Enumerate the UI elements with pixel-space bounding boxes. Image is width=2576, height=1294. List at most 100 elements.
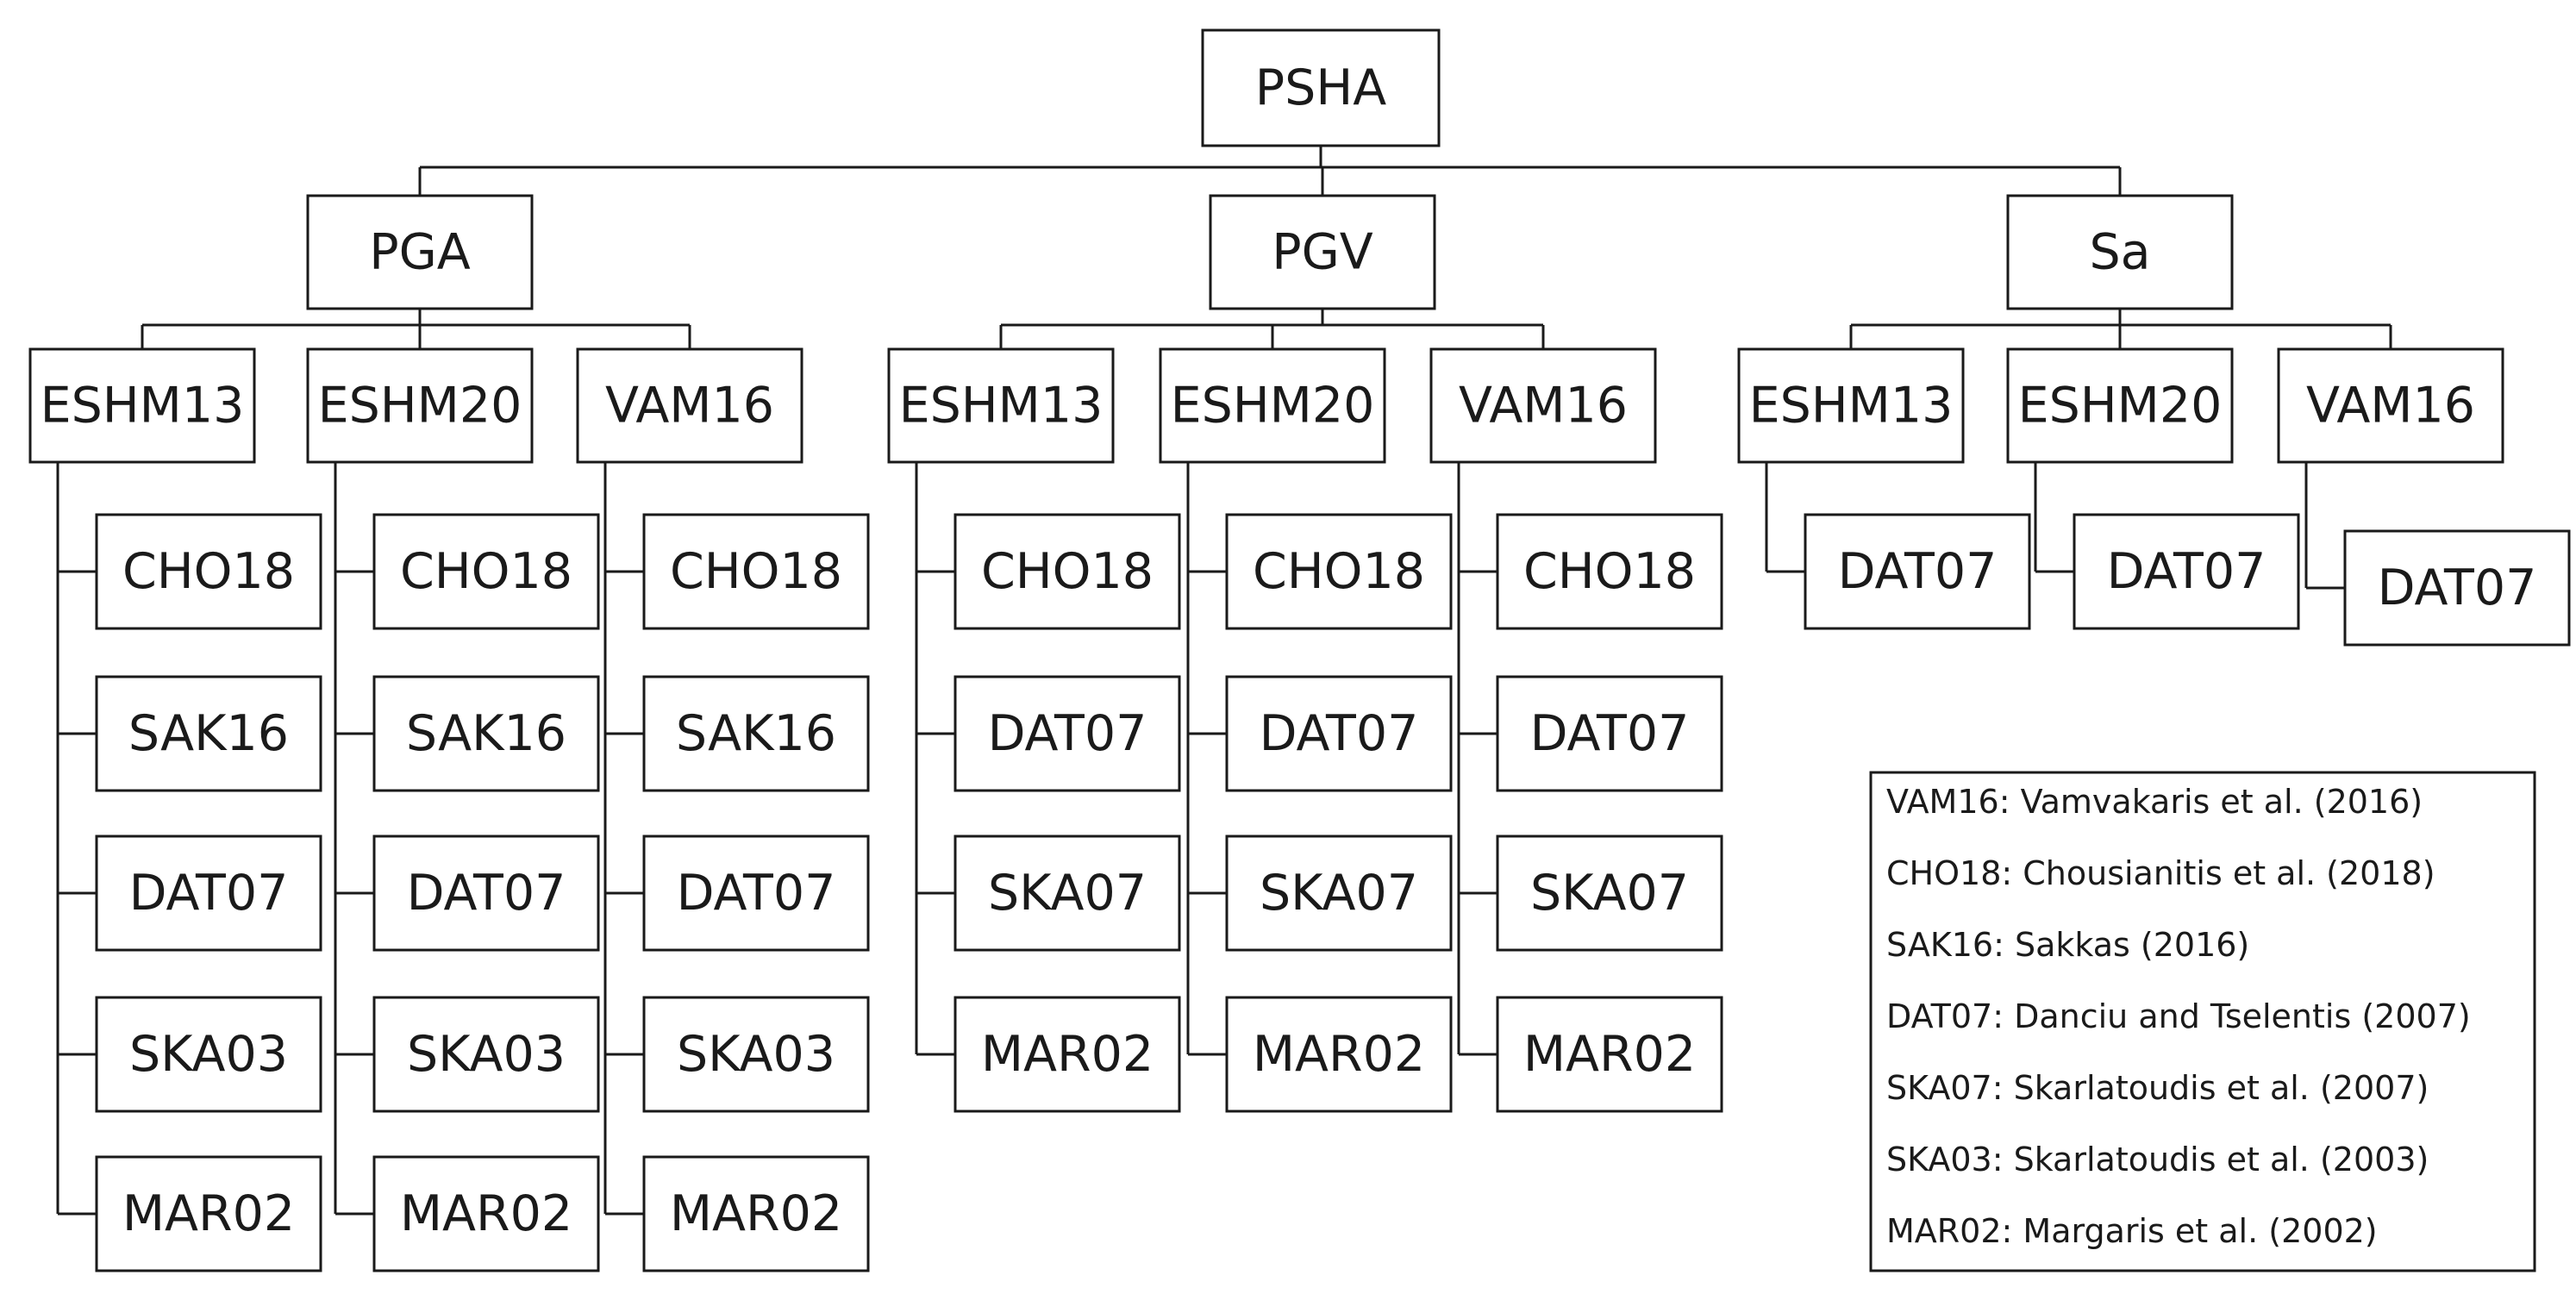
legend-item: SAK16: Sakkas (2016) [1886,926,2249,964]
node-sa-eshm20-dat07-label: DAT07 [2107,543,2267,600]
node-pgv-eshm20-dat07-box [1225,675,1453,792]
node-pgv-eshm13-mar02-box [953,996,1181,1113]
node-pgv-vam16-dat07-label: DAT07 [1530,705,1690,762]
node-pgv-eshm20-box [1159,347,1386,464]
node-psha-label: PSHA [1255,59,1386,116]
legend-item: CHO18: Chousianitis et al. (2018) [1886,854,2435,892]
node-pgv-eshm20-cho18: CHO18 [1225,513,1453,630]
node-pgv-eshm13-mar02-label: MAR02 [981,1026,1154,1083]
node-sa-vam16-dat07-label: DAT07 [2378,559,2537,616]
node-pgv: PGV [1209,194,1436,310]
node-pgv-eshm20-ska07-label: SKA07 [1260,865,1418,922]
node-pgv-vam16-ska07-label: SKA07 [1530,865,1689,922]
node-pga-eshm20-mar02-label: MAR02 [400,1185,572,1242]
node-pgv-label: PGV [1272,224,1373,281]
legend-box [1869,771,2536,1272]
node-pgv-eshm13-dat07-box [953,675,1181,792]
node-pgv-eshm20-cho18-label: CHO18 [1253,543,1425,600]
node-pga-eshm20-ska03: SKA03 [372,996,600,1113]
node-pga-eshm20-ska03-label: SKA03 [407,1026,566,1083]
node-pgv-eshm13-mar02: MAR02 [953,996,1181,1113]
node-pgv-vam16-cho18: CHO18 [1496,513,1723,630]
node-psha-box [1201,28,1441,147]
node-pga-eshm20-cho18-box [372,513,600,630]
legend-item: SKA03: Skarlatoudis et al. (2003) [1886,1141,2429,1178]
node-pgv-eshm13-cho18-box [953,513,1181,630]
node-pga-vam16-ska03-label: SKA03 [677,1026,835,1083]
node-pga-vam16-mar02-box [642,1155,870,1272]
node-pga-vam16-dat07: DAT07 [642,835,870,952]
node-pgv-eshm20-mar02-label: MAR02 [1253,1026,1425,1083]
node-pga-eshm20-box [306,347,534,464]
node-pga-eshm20-cho18-label: CHO18 [400,543,572,600]
node-pga-eshm20-mar02: MAR02 [372,1155,600,1272]
node-sa-eshm20-dat07: DAT07 [2073,513,2300,630]
node-pga-eshm13-ska03-label: SKA03 [129,1026,288,1083]
node-pga-vam16-mar02-label: MAR02 [670,1185,842,1242]
legend-item: VAM16: Vamvakaris et al. (2016) [1886,783,2423,821]
node-sa-eshm13-dat07-box [1804,513,2031,630]
node-pgv-eshm13-ska07: SKA07 [953,835,1181,952]
node-pgv-vam16-box [1429,347,1657,464]
node-pga-vam16-label: VAM16 [605,378,774,434]
node-pgv-eshm20-label: ESHM20 [1171,378,1375,434]
node-pga-vam16-dat07-label: DAT07 [677,865,836,922]
node-sa-eshm20-label: ESHM20 [2018,378,2223,434]
node-pgv-eshm20-ska07-box [1225,835,1453,952]
node-pgv-eshm13-cho18-label: CHO18 [981,543,1154,600]
node-pga-eshm20-dat07-label: DAT07 [407,865,566,922]
node-pga-vam16-sak16-box [642,675,870,792]
node-pga-eshm20-dat07-box [372,835,600,952]
node-pgv-vam16-ska07-box [1496,835,1723,952]
tree-nodes: PSHAPGAESHM13CHO18SAK16DAT07SKA03MAR02ES… [28,28,2571,1272]
connector-lines [56,146,2392,1216]
node-pga-eshm13-ska03: SKA03 [95,996,322,1113]
node-sa-eshm13-box [1737,347,1965,464]
node-pgv-eshm13-box [887,347,1115,464]
node-pgv-vam16-label: VAM16 [1459,378,1628,434]
node-sa-vam16-label: VAM16 [2306,378,2475,434]
node-pga-eshm13: ESHM13 [28,347,256,464]
node-sa: Sa [2006,194,2234,310]
node-pgv-vam16-mar02: MAR02 [1496,996,1723,1113]
node-pga-vam16-mar02: MAR02 [642,1155,870,1272]
node-sa-vam16-dat07-box [2343,529,2571,647]
node-pgv-eshm20: ESHM20 [1159,347,1386,464]
node-pgv-vam16-cho18-label: CHO18 [1523,543,1696,600]
node-sa-eshm20-box [2006,347,2234,464]
node-pgv-vam16-ska07: SKA07 [1496,835,1723,952]
node-pgv-eshm20-ska07: SKA07 [1225,835,1453,952]
node-pgv-eshm13-dat07-label: DAT07 [988,705,1147,762]
node-pga-vam16-cho18: CHO18 [642,513,870,630]
node-pga-vam16-ska03: SKA03 [642,996,870,1113]
node-pga-eshm13-cho18-box [95,513,322,630]
node-sa-eshm20: ESHM20 [2006,347,2234,464]
node-pga-vam16-dat07-box [642,835,870,952]
node-pgv-vam16-cho18-box [1496,513,1723,630]
node-pgv-vam16-mar02-box [1496,996,1723,1113]
node-pga-vam16-box [576,347,803,464]
node-pga-eshm13-mar02-box [95,1155,322,1272]
node-pga-vam16-cho18-box [642,513,870,630]
node-sa-label: Sa [2089,224,2150,281]
node-sa-eshm20-dat07-box [2073,513,2300,630]
node-pga-eshm13-sak16: SAK16 [95,675,322,792]
node-pga-eshm20-ska03-box [372,996,600,1113]
node-pga-eshm13-sak16-label: SAK16 [128,705,289,762]
node-pga-eshm20-mar02-box [372,1155,600,1272]
node-psha: PSHA [1201,28,1441,147]
node-pga-box [306,194,534,310]
node-sa-eshm13-dat07-label: DAT07 [1838,543,1998,600]
node-pga-eshm20: ESHM20 [306,347,534,464]
node-pga-eshm13-ska03-box [95,996,322,1113]
legend-item: MAR02: Margaris et al. (2002) [1886,1212,2378,1250]
legend-item: SKA07: Skarlatoudis et al. (2007) [1886,1069,2429,1107]
legend: VAM16: Vamvakaris et al. (2016) CHO18: Ch… [1869,771,2536,1272]
node-pgv-eshm13-dat07: DAT07 [953,675,1181,792]
node-pgv-eshm20-mar02-box [1225,996,1453,1113]
node-pga-eshm20-sak16-box [372,675,600,792]
node-sa-vam16: VAM16 [2277,347,2504,464]
node-pga-label: PGA [369,224,471,281]
node-sa-vam16-box [2277,347,2504,464]
